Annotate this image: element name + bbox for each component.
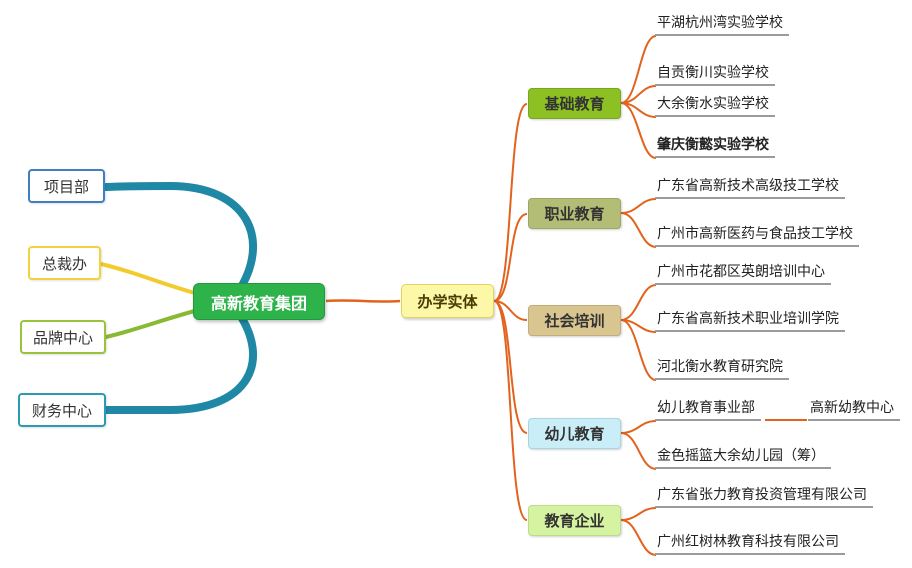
edge-pre-2 (620, 432, 657, 470)
leaf-topic[interactable]: 广州市花都区英朗培训中心 (655, 264, 831, 285)
branch-vocational-education[interactable]: 职业教育 (528, 198, 621, 229)
edge-basic-4 (620, 102, 657, 159)
edge-ent-2 (620, 519, 657, 556)
branch-preschool-education[interactable]: 幼儿教育 (528, 418, 621, 449)
edge-soc-3 (620, 319, 657, 381)
edge-basic-1 (620, 35, 657, 104)
leaf-topic[interactable]: 广东省张力教育投资管理有限公司 (655, 487, 873, 508)
leaf-topic[interactable]: 广东省高新技术职业培训学院 (655, 311, 845, 332)
node-finance-center[interactable]: 财务中心 (18, 393, 106, 427)
edge-hub-basic (493, 103, 528, 302)
leaf-topic[interactable]: 金色摇篮大余幼儿园（筹） (655, 448, 831, 469)
leaf-topic[interactable]: 广东省高新技术高级技工学校 (655, 178, 845, 199)
leaf-topic[interactable]: 高新幼教中心 (808, 400, 900, 421)
edge-hub-preschool (493, 300, 528, 434)
edge-hub-vocational (493, 213, 528, 302)
node-project-dept[interactable]: 项目部 (28, 169, 105, 203)
leaf-topic[interactable]: 肇庆衡懿实验学校 (655, 137, 775, 158)
branch-social-training[interactable]: 社会培训 (528, 305, 621, 336)
leaf-topic[interactable]: 幼儿教育事业部 (655, 400, 761, 421)
branch-basic-education[interactable]: 基础教育 (528, 88, 621, 119)
leaf-topic[interactable]: 自贡衡川实验学校 (655, 65, 775, 86)
edge-ent-1 (620, 507, 657, 521)
edge-pre-1 (620, 420, 657, 434)
edge-root-project-dept (102, 181, 257, 296)
leaf-topic[interactable]: 大余衡水实验学校 (655, 96, 775, 117)
hub-topic[interactable]: 办学实体 (401, 284, 494, 318)
leaf-topic[interactable]: 广州红树林教育科技有限公司 (655, 534, 845, 555)
edge-soc-1 (620, 284, 657, 321)
edge-voc-2 (620, 212, 657, 248)
edge-root-president-office (99, 262, 208, 298)
edge-root-brand-center (104, 306, 208, 339)
node-brand-center[interactable]: 品牌中心 (20, 320, 106, 354)
node-president-office[interactable]: 总裁办 (28, 246, 101, 280)
edge-root-hub (325, 299, 401, 303)
leaf-topic[interactable]: 平湖杭州湾实验学校 (655, 15, 789, 36)
root-topic[interactable]: 高新教育集团 (193, 283, 325, 320)
branch-education-enterprise[interactable]: 教育企业 (528, 505, 621, 536)
edge-root-finance-center (102, 308, 258, 414)
edge-voc-1 (620, 198, 657, 214)
leaf-topic[interactable]: 广州市高新医药与食品技工学校 (655, 226, 859, 247)
edge-hub-enterprise (493, 300, 528, 521)
leaf-topic[interactable]: 河北衡水教育研究院 (655, 359, 789, 380)
